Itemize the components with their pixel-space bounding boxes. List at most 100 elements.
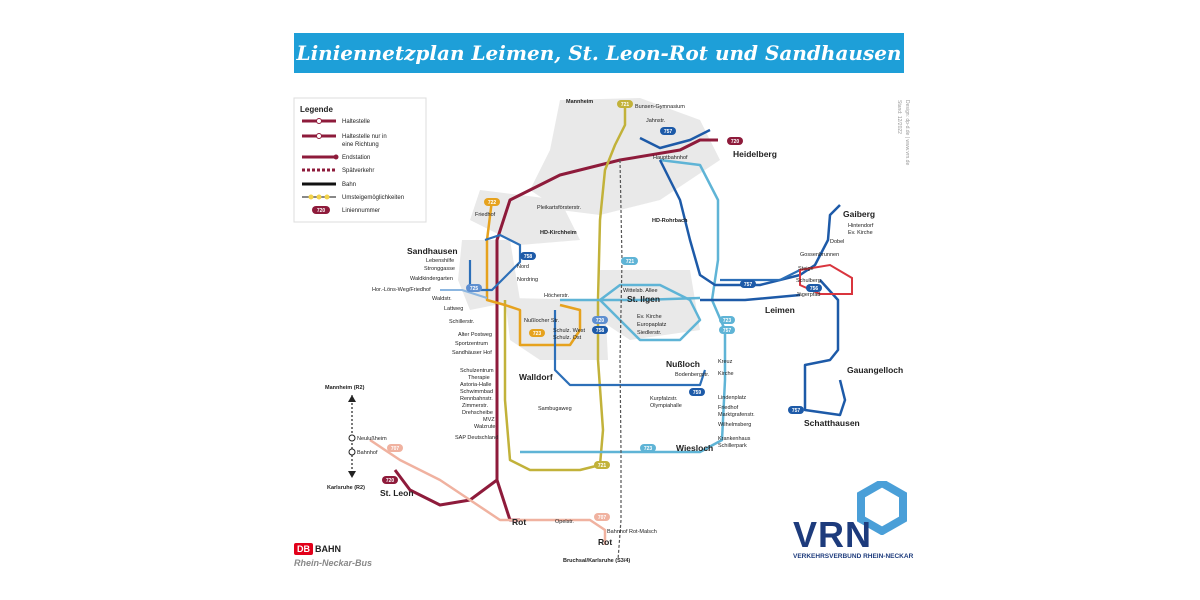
side-note-1: Stand: 12/2022 — [896, 100, 902, 134]
line-badge-pill — [594, 461, 610, 469]
line-badge-pill — [594, 513, 610, 521]
one-way-stop-icon-dot — [316, 133, 322, 139]
stop-lebenshilfe: Lebenshilfe — [426, 258, 454, 264]
stop-labels: Bunsen-Gymnasium Jahnstr. Hauptbahnhof P… — [372, 104, 874, 525]
line-number-icon — [312, 206, 330, 214]
line-707-route — [369, 438, 607, 545]
line-badge-label: 723 — [533, 331, 542, 337]
stop-waldkindergarten: Waldkindergarten — [410, 276, 453, 282]
label-rot-south: Rot — [598, 537, 612, 547]
stop-hoecherstr: Höcherstr. — [544, 293, 570, 299]
stop-sandhaeuser-hof: Sandhäuser Hof — [452, 350, 492, 356]
stop-lattweg: Lattweg — [444, 306, 463, 312]
line-720-main — [393, 138, 718, 507]
line-758-nussloch — [553, 310, 707, 387]
stop-sportzentrum: Sportzentrum — [455, 341, 488, 347]
stop-hauptbahnhof: Hauptbahnhof — [653, 155, 688, 161]
line-badge-pill — [387, 444, 403, 452]
station-bahnhof-icon — [348, 448, 356, 456]
line-badge-label: 720 — [386, 478, 395, 484]
line-723-east — [560, 296, 701, 302]
line-badge-pill — [806, 284, 822, 292]
line-720-rot-branch — [495, 479, 520, 522]
legend-heading: Legende — [300, 105, 333, 114]
line-badge-722: 722 — [484, 198, 500, 206]
line-badge-label: 757 — [664, 129, 673, 135]
db-box-icon: DB — [294, 543, 313, 555]
stop-therapie: Therapie — [468, 375, 490, 381]
line-badge-label: 721 — [598, 463, 607, 469]
terminus-icon-dot — [333, 154, 339, 160]
stop-steige: Steige — [798, 266, 814, 272]
line-756-route — [799, 263, 853, 295]
stop-sambugaweg: Sambugaweg — [538, 406, 572, 412]
label-mannheim: Mannheim — [566, 99, 593, 105]
stop-walzrute: Walzrute — [474, 424, 496, 430]
line-badge-pill — [719, 326, 735, 334]
interchange-dot-1 — [308, 194, 314, 200]
label-bahnhof: Bahnhof — [357, 450, 378, 456]
map-title: Liniennetzplan Leimen, St. Leon-Rot und … — [296, 41, 902, 65]
line-757-leimen — [700, 293, 801, 302]
label-walldorf: Walldorf — [519, 372, 553, 382]
label-karlsruhe-r2: Karlsruhe (R2) — [327, 485, 365, 491]
line-722-main — [485, 199, 582, 347]
line-722-route — [485, 199, 582, 347]
label-heidelberg: Heidelberg — [733, 149, 777, 159]
label-rot-west: Rot — [512, 517, 526, 527]
rail-labels: Mannheim (R2) Karlsruhe (R2) Neulußheim … — [325, 385, 657, 564]
stop-nusslocher-str: Nußlocher Str. — [524, 318, 560, 324]
legend-box — [293, 97, 427, 223]
label-hd-rohrbach: HD-Rohrbach — [652, 218, 688, 224]
arrow-north-icon — [348, 395, 356, 402]
area-sandhausen — [458, 240, 520, 310]
legend-sample-badge: 720 — [317, 208, 326, 214]
line-badge-pill — [788, 406, 804, 414]
line-721-main — [503, 105, 627, 472]
label-hd-kirchheim: HD-Kirchheim — [540, 230, 577, 236]
label-st-leon: St. Leon — [380, 488, 414, 498]
line-723-loop — [598, 283, 702, 342]
interchange-dot-2 — [316, 194, 322, 200]
legend-label-oneway-2: eine Richtung — [342, 142, 379, 148]
stop-kreuz: Kreuz — [718, 359, 733, 365]
legend-label-late: Spätverkehr — [342, 168, 374, 174]
line-badge-pill — [622, 257, 638, 265]
stop-friedhof2: Friedhof — [718, 405, 739, 411]
stop-kirche: Kirche — [718, 371, 734, 377]
stop-schulzentrum: Schulzentrum — [460, 368, 494, 374]
label-bf-rot-malsch: Bahnhof Rot-Malsch — [607, 529, 657, 535]
line-707-main — [369, 438, 607, 545]
legend-label-terminus: Endstation — [342, 155, 370, 161]
line-badge-720: 720 — [592, 316, 608, 324]
legend-label-rail: Bahn — [342, 182, 356, 188]
stop-schillerpark: Schillerpark — [718, 443, 747, 449]
db-subtitle: Rhein-Neckar-Bus — [294, 558, 373, 568]
label-st-ilgen: St. Ilgen — [627, 294, 660, 304]
line-badge-pill — [529, 329, 545, 337]
legend: Legende Haltestelle Haltestelle nur in e… — [293, 97, 427, 223]
legend-label-linenumber: Liniennummer — [342, 208, 380, 214]
vrn-subtitle: VERKEHRSVERBUND RHEIN-NECKAR — [793, 553, 914, 560]
title-banner: Liniennetzplan Leimen, St. Leon-Rot und … — [294, 33, 904, 73]
line-badge-label: 758 — [524, 254, 533, 260]
line-badge-723: 723 — [529, 329, 545, 337]
stop-icon-dot — [316, 118, 322, 124]
line-723-main — [520, 158, 727, 454]
line-badge-label: 723 — [723, 318, 732, 324]
line-badge-pill — [382, 476, 398, 484]
line-badge-pill — [660, 127, 676, 135]
arrow-south-icon — [348, 471, 356, 478]
line-725-main — [440, 289, 488, 299]
line-badge-label: 722 — [488, 200, 497, 206]
line-badge-label: 720 — [596, 318, 605, 324]
line-badge-757: 757 — [740, 280, 756, 288]
line-badge-759: 759 — [689, 388, 705, 396]
stop-ev-kirche2: Ev. Kirche — [848, 230, 873, 236]
station-neulussheim-icon — [348, 434, 356, 442]
line-badge-label: 721 — [621, 102, 630, 108]
line-757-north — [639, 128, 711, 150]
line-badge-756: 756 — [806, 284, 822, 292]
